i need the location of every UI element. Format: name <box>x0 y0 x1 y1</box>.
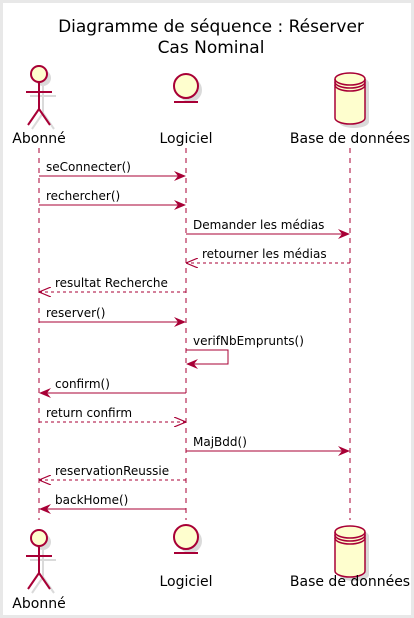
participant-label-bottom-logiciel: Logiciel <box>160 574 213 590</box>
message: seConnecter() <box>39 160 186 181</box>
entity-icon <box>173 73 202 103</box>
entity-icon <box>173 524 202 554</box>
participant-label-bdd: Base de données <box>290 131 410 147</box>
message: confirm() <box>39 377 186 398</box>
participant-label-bottom-abonne: Abonné <box>12 596 65 612</box>
message-label: return confirm <box>46 406 132 420</box>
message-label: backHome() <box>55 493 128 507</box>
database-icon <box>334 72 369 128</box>
participant-label-logiciel: Logiciel <box>160 131 213 147</box>
message-label: reserver() <box>46 306 105 320</box>
message: MajBdd() <box>186 435 350 456</box>
participant-bdd: Base de données <box>290 72 410 147</box>
actor-icon <box>26 529 56 594</box>
participant-bottom-abonne: Abonné <box>12 529 66 612</box>
message-label: confirm() <box>55 377 110 391</box>
message-label: verifNbEmprunts() <box>193 334 304 348</box>
actor-icon <box>26 65 56 130</box>
message-arrow <box>186 349 229 369</box>
message: retourner les médias <box>187 247 350 263</box>
message-label: rechercher() <box>46 189 120 203</box>
message: reserver() <box>39 306 186 327</box>
participant-bottom-logiciel: Logiciel <box>160 524 213 590</box>
diagram-title-line1: Diagramme de séquence : Réserver <box>58 17 364 37</box>
message: resultat Recherche <box>40 276 186 292</box>
message: rechercher() <box>39 189 186 210</box>
message: Demander les médias <box>186 218 350 239</box>
message: backHome() <box>39 493 186 514</box>
message: reservationReussie <box>40 464 186 480</box>
message: verifNbEmprunts() <box>186 334 304 369</box>
participant-logiciel: Logiciel <box>160 73 213 147</box>
database-icon <box>334 525 369 581</box>
message-label: seConnecter() <box>46 160 131 174</box>
participant-label-bottom-bdd: Base de données <box>290 574 410 590</box>
message-label: Demander les médias <box>193 218 324 232</box>
message-label: resultat Recherche <box>55 276 168 290</box>
participant-abonne: Abonné <box>12 65 66 147</box>
message-label: MajBdd() <box>193 435 247 449</box>
message: return confirm <box>39 406 185 422</box>
message-label: reservationReussie <box>55 464 169 478</box>
participant-label-abonne: Abonné <box>12 131 65 147</box>
participant-bottom-bdd: Base de données <box>290 525 410 590</box>
diagram-title-line2: Cas Nominal <box>158 38 265 58</box>
message-label: retourner les médias <box>202 247 327 261</box>
